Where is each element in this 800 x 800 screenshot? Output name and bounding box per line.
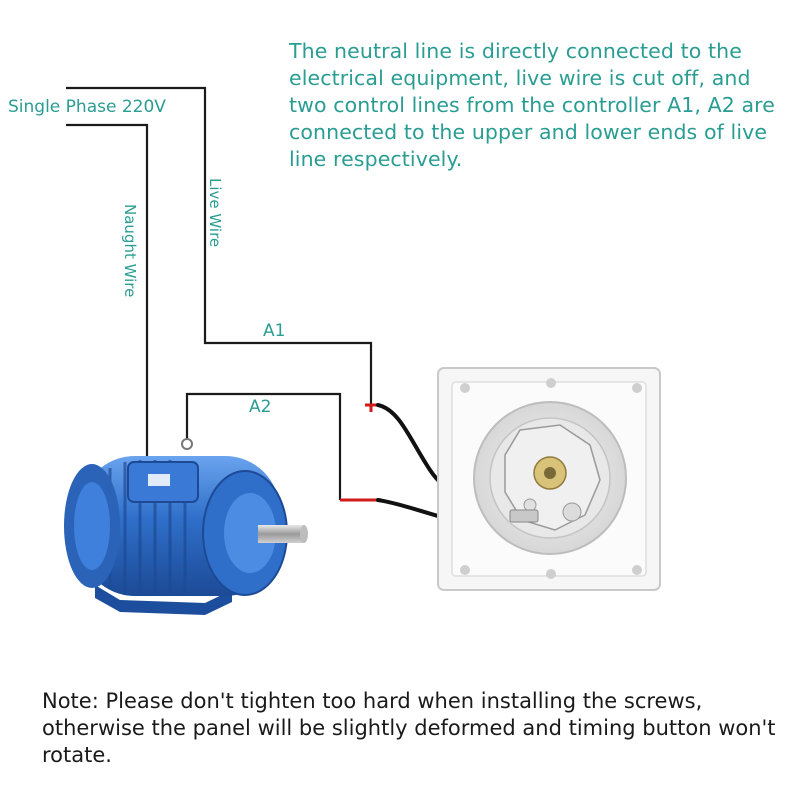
- description-text: The neutral line is directly connected t…: [289, 39, 775, 171]
- neutral-wire-label: Naught Wire: [121, 204, 139, 298]
- installation-note: Note: Please don't tighten too hard when…: [42, 689, 776, 767]
- a1-label: A1: [263, 321, 286, 341]
- motor-terminal: [181, 438, 193, 450]
- a2-wire-line: [185, 392, 342, 500]
- timer-switch-icon: [437, 367, 661, 591]
- live-wire-label: Live Wire: [206, 178, 224, 248]
- neutral-wire-line: [66, 123, 149, 462]
- live-wire-line: [66, 86, 373, 404]
- motor-icon: [64, 456, 308, 615]
- supply-label: Single Phase 220V: [8, 97, 166, 117]
- a2-label: A2: [249, 397, 272, 417]
